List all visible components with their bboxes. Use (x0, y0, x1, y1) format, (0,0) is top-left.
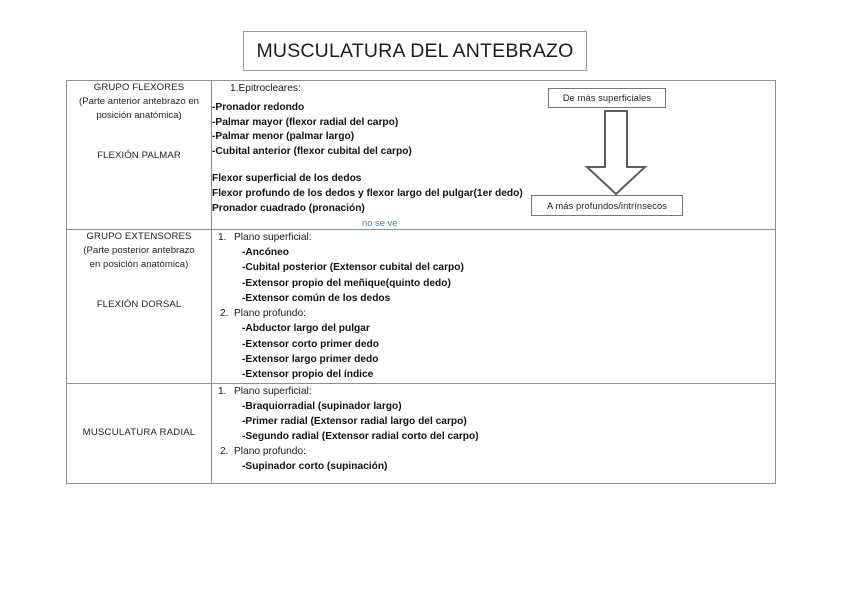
flow-bottom-label: A más profundos/intrínsecos (546, 200, 667, 211)
plano-item-list: -Braquiorradial (supinador largo) -Prime… (212, 399, 775, 445)
group-subtitle-line-1: (Parte posterior antebrazo (83, 245, 195, 257)
plano-number: 1. (218, 232, 227, 244)
list-item: -Segundo radial (Extensor radial corto d… (242, 431, 479, 443)
list-item: Flexor profundo de los dedos y flexor la… (212, 187, 523, 199)
list-item: -Extensor común de los dedos (242, 293, 391, 305)
list-item: -Extensor corto primer dedo (242, 338, 379, 350)
list-item: -Primer radial (Extensor radial largo de… (242, 415, 467, 427)
arrow-down-block-icon (584, 110, 648, 196)
group-title: GRUPO FLEXORES (93, 82, 185, 93)
plano-label: Plano superficial: (234, 232, 312, 244)
list-item: -Braquiorradial (supinador largo) (242, 400, 402, 412)
list-item: -Ancóneo (242, 247, 289, 259)
list-item: -Extensor largo primer dedo (242, 353, 379, 365)
group-cell-flexores: GRUPO FLEXORES (Parte anterior antebrazo… (66, 79, 212, 231)
detail-cell-extensores: 1. Plano superficial: -Ancóneo -Cubital … (211, 229, 776, 384)
page-title: MUSCULATURA DEL ANTEBRAZO (256, 39, 574, 62)
plano-heading: 1. Plano superficial: (212, 230, 775, 245)
flow-bottom-box: A más profundos/intrínsecos (531, 195, 683, 216)
plano-label: Plano profundo: (234, 308, 306, 320)
document-title-box: MUSCULATURA DEL ANTEBRAZO (243, 31, 587, 71)
group-cell-extensores: GRUPO EXTENSORES (Parte posterior antebr… (66, 229, 212, 384)
list-item: -Palmar menor (palmar largo) (212, 131, 355, 143)
list-item: -Extensor propio del índice (242, 369, 374, 381)
plano-number: 1. (218, 385, 227, 397)
plano-item-list: -Ancóneo -Cubital posterior (Extensor cu… (212, 245, 775, 306)
list-item: -Extensor propio del meñique(quinto dedo… (242, 277, 451, 289)
group-title: GRUPO EXTENSORES (86, 231, 192, 243)
detail-cell-flexores: 1.Epitrocleares: -Pronador redondo -Palm… (211, 79, 776, 231)
plano-number: 2. (220, 446, 229, 458)
plano-number: 2. (220, 308, 229, 320)
group-subtitle-line-2: en posición anatómica) (89, 259, 189, 271)
group-cell-radial: MUSCULATURA RADIAL (66, 382, 212, 484)
plano-heading: 2. Plano profundo: (212, 306, 775, 321)
plano-label: Plano profundo: (234, 446, 306, 458)
annotation-no-se-ve: no se ve (362, 217, 398, 229)
list-item: -Supinador corto (supinación) (242, 461, 388, 473)
spacer (212, 159, 775, 172)
table-row: GRUPO EXTENSORES (Parte posterior antebr… (66, 229, 776, 384)
group-action: FLEXIÓN PALMAR (97, 150, 181, 161)
list-item: -Cubital anterior (flexor cubital del ca… (212, 145, 412, 157)
list-item: -Cubital posterior (Extensor cubital del… (242, 262, 464, 274)
plano-item-list: -Abductor largo del pulgar -Extensor cor… (212, 321, 775, 382)
list-item: -Pronador redondo (212, 102, 305, 113)
muscle-groups-table: GRUPO FLEXORES (Parte anterior antebrazo… (66, 79, 776, 484)
detail-heading: 1.Epitrocleares: (230, 83, 301, 94)
group-action: FLEXIÓN DORSAL (96, 299, 182, 311)
table-row: MUSCULATURA RADIAL 1. Plano superficial:… (66, 382, 776, 484)
list-item: Pronador cuadrado (pronación) (212, 202, 365, 214)
plano-label: Plano superficial: (234, 385, 312, 397)
group-subtitle-line-2: posición anatómica) (96, 110, 182, 121)
plano-heading: 2. Plano profundo: (212, 444, 775, 459)
plano-heading: 1. Plano superficial: (212, 384, 775, 399)
list-item: -Abductor largo del pulgar (242, 323, 370, 335)
list-item: -Palmar mayor (flexor radial del carpo) (212, 116, 399, 128)
detail-cell-radial: 1. Plano superficial: -Braquiorradial (s… (211, 382, 776, 484)
group-subtitle-line-1: (Parte anterior antebrazo en (79, 96, 199, 107)
plano-item-list: -Supinador corto (supinación) (212, 459, 775, 474)
group-title: MUSCULATURA RADIAL (82, 427, 196, 439)
flow-top-label: De más superficiales (562, 93, 652, 103)
flow-top-box: De más superficiales (548, 88, 666, 108)
list-item: Flexor superficial de los dedos (212, 173, 362, 185)
